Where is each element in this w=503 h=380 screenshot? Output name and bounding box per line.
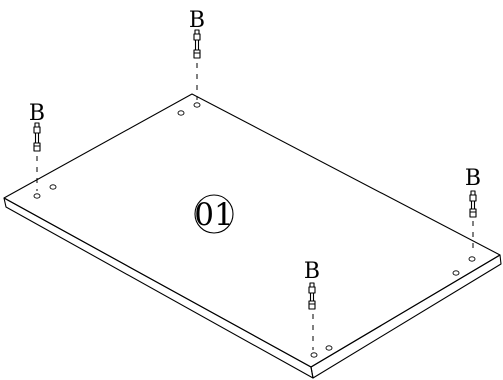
hardware-label-top: B — [189, 8, 205, 33]
part-number-badge: 01 — [194, 194, 234, 234]
holes — [33, 102, 476, 358]
hole-right-dowel — [468, 256, 476, 262]
part-number-text: 01 — [194, 197, 233, 233]
hardware-front: B — [304, 259, 320, 350]
panel-board — [3, 93, 502, 379]
cam-dowel-icon — [469, 190, 477, 218]
hole-left-dowel — [33, 193, 41, 199]
panel-left-edge — [3, 197, 314, 379]
hole-front-inner — [325, 345, 333, 351]
hole-right-inner — [452, 270, 460, 276]
hole-front-dowel — [310, 352, 318, 358]
cam-dowel-icon — [33, 122, 41, 152]
hardware-right: B — [465, 166, 481, 254]
panel-front-edge — [310, 254, 502, 379]
hardware-label-front: B — [304, 259, 320, 284]
hole-top-dowel — [193, 102, 201, 108]
part-number-circle — [194, 194, 234, 234]
hardware-top: B — [189, 8, 205, 100]
hardware-left: B — [29, 101, 45, 191]
hole-top-inner — [177, 110, 185, 116]
hole-left-inner — [49, 184, 57, 190]
cam-dowel-icon — [308, 282, 316, 310]
cam-dowel-icon — [193, 29, 201, 59]
hardware-label-left: B — [29, 101, 45, 126]
panel-top-face — [3, 93, 501, 368]
hardware-label-right: B — [465, 166, 481, 191]
